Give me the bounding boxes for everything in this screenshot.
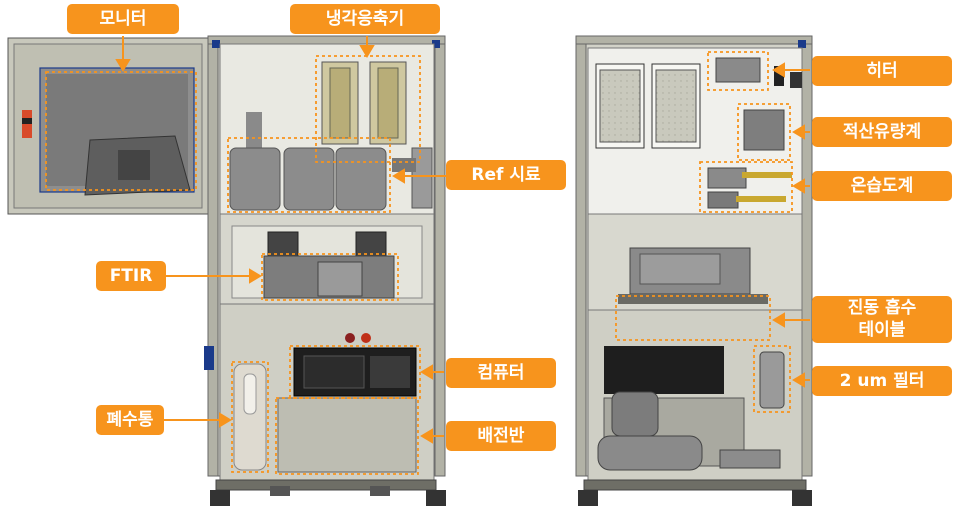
heater-label: 히터 bbox=[812, 56, 952, 86]
switchboard-label: 배전반 bbox=[446, 421, 556, 451]
thermo-hygrometer-highlight bbox=[699, 161, 793, 213]
filter-label: 2 um 필터 bbox=[812, 366, 952, 396]
vibration-table-label-line2: 테이블 bbox=[858, 320, 906, 340]
callout-arrows bbox=[115, 36, 810, 444]
computer-label: 컴퓨터 bbox=[446, 358, 556, 388]
ftir-highlight bbox=[261, 253, 399, 301]
monitor-highlight bbox=[45, 71, 197, 191]
switchboard-highlight bbox=[275, 397, 419, 475]
vibration-table-label: 진동 흡수 테이블 bbox=[812, 296, 952, 343]
filter-highlight bbox=[753, 345, 791, 413]
monitor-label: 모니터 bbox=[67, 4, 179, 34]
flow-meter-label: 적산유량계 bbox=[812, 117, 952, 147]
highlight-boxes bbox=[45, 51, 793, 475]
vibration-table-highlight bbox=[615, 295, 771, 341]
flow-meter-highlight bbox=[737, 103, 791, 161]
right-unit bbox=[575, 35, 813, 506]
left-unit bbox=[7, 35, 446, 506]
ref-sample-highlight bbox=[227, 137, 391, 213]
thermo-hygrometer-label: 온습도계 bbox=[812, 171, 952, 201]
condenser-highlight bbox=[315, 55, 421, 163]
condenser-label: 냉각응축기 bbox=[290, 4, 440, 34]
ref-sample-label: Ref 시료 bbox=[446, 160, 566, 190]
waste-tank-label: 폐수통 bbox=[96, 405, 164, 435]
ftir-label: FTIR bbox=[96, 261, 166, 291]
heater-highlight bbox=[707, 51, 769, 91]
waste-tank-highlight bbox=[231, 361, 269, 473]
vibration-table-label-line1: 진동 흡수 bbox=[847, 298, 917, 318]
